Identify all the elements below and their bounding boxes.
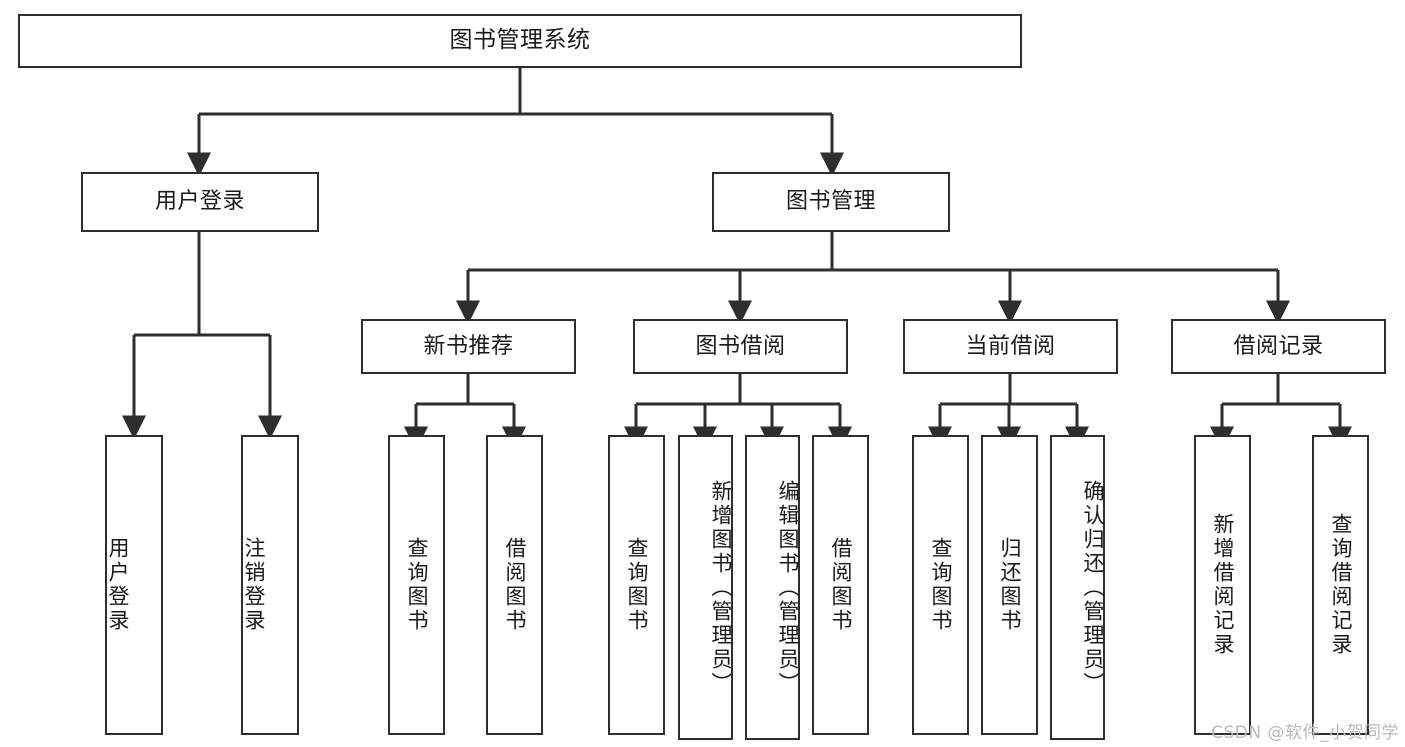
node-book-manage[interactable]: 图书管理 bbox=[712, 172, 950, 232]
node-leaf-add-record-label: 新增借阅记录 bbox=[1211, 513, 1235, 657]
node-root[interactable]: 图书管理系统 bbox=[18, 14, 1022, 68]
node-borrow-record-label: 借阅记录 bbox=[1233, 333, 1324, 359]
node-root-label: 图书管理系统 bbox=[449, 27, 591, 54]
node-leaf-query-book-3-label: 查询图书 bbox=[929, 537, 953, 633]
node-leaf-add-book-label: 新增图书（管理员） bbox=[709, 479, 733, 696]
node-leaf-borrow-book-2-label: 借阅图书 bbox=[829, 537, 853, 633]
node-leaf-query-book-1-label: 查询图书 bbox=[405, 537, 429, 633]
node-leaf-query-book-2[interactable]: 查询图书 bbox=[608, 435, 665, 735]
node-leaf-borrow-book-1[interactable]: 借阅图书 bbox=[486, 435, 543, 735]
node-leaf-query-book-2-label: 查询图书 bbox=[625, 537, 649, 633]
node-leaf-borrow-book-2[interactable]: 借阅图书 bbox=[812, 435, 869, 735]
node-leaf-query-book-1[interactable]: 查询图书 bbox=[388, 435, 445, 735]
node-leaf-query-book-3[interactable]: 查询图书 bbox=[912, 435, 969, 735]
node-leaf-edit-book[interactable]: 编辑图书（管理员） bbox=[745, 435, 800, 740]
node-leaf-add-book[interactable]: 新增图书（管理员） bbox=[678, 435, 733, 740]
node-book-manage-label: 图书管理 bbox=[785, 189, 876, 215]
node-leaf-confirm-return[interactable]: 确认归还（管理员） bbox=[1050, 435, 1105, 740]
node-current-borrow[interactable]: 当前借阅 bbox=[903, 319, 1118, 374]
node-leaf-borrow-book-1-label: 借阅图书 bbox=[503, 537, 527, 633]
node-leaf-return-book-label: 归还图书 bbox=[998, 537, 1022, 633]
watermark-text: CSDN @软件_小贺同学 bbox=[1211, 723, 1399, 743]
node-user-login[interactable]: 用户登录 bbox=[81, 172, 319, 232]
node-new-book-recommend[interactable]: 新书推荐 bbox=[361, 319, 576, 374]
node-leaf-user-login[interactable]: 用户登录 bbox=[105, 435, 163, 735]
node-leaf-user-logout-label: 注销登录 bbox=[242, 537, 266, 633]
node-leaf-query-record[interactable]: 查询借阅记录 bbox=[1312, 435, 1369, 735]
node-current-borrow-label: 当前借阅 bbox=[965, 333, 1056, 359]
node-leaf-query-record-label: 查询借阅记录 bbox=[1329, 513, 1353, 657]
node-leaf-user-logout[interactable]: 注销登录 bbox=[241, 435, 299, 735]
node-book-borrow[interactable]: 图书借阅 bbox=[633, 319, 848, 374]
node-book-borrow-label: 图书借阅 bbox=[695, 333, 786, 359]
node-leaf-add-record[interactable]: 新增借阅记录 bbox=[1194, 435, 1251, 735]
node-leaf-user-login-label: 用户登录 bbox=[106, 537, 130, 633]
node-leaf-return-book[interactable]: 归还图书 bbox=[981, 435, 1038, 735]
node-leaf-edit-book-label: 编辑图书（管理员） bbox=[776, 479, 800, 696]
node-user-login-label: 用户登录 bbox=[154, 189, 245, 215]
node-borrow-record[interactable]: 借阅记录 bbox=[1171, 319, 1386, 374]
node-leaf-confirm-return-label: 确认归还（管理员） bbox=[1081, 479, 1105, 696]
node-new-book-recommend-label: 新书推荐 bbox=[423, 333, 514, 359]
